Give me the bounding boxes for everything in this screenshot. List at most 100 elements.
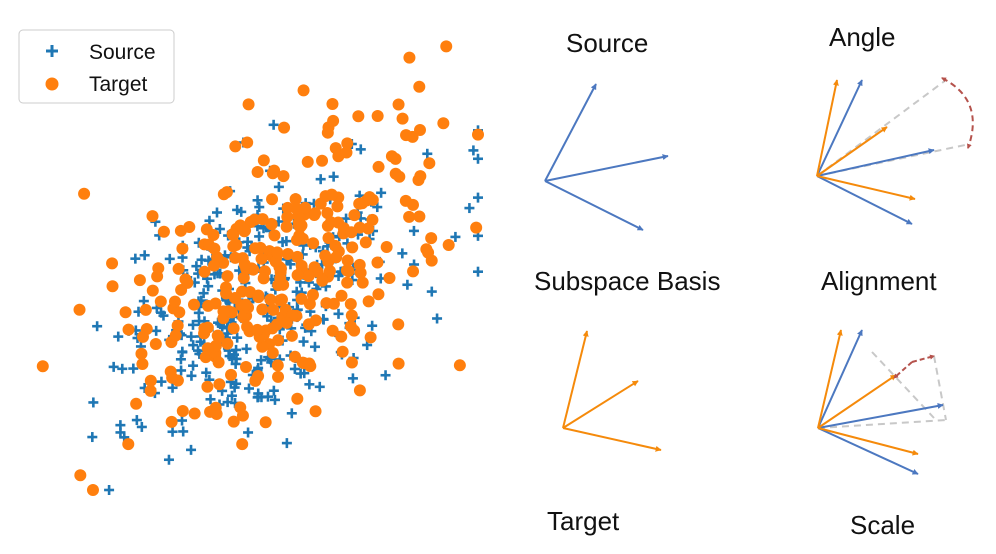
source-point	[113, 331, 124, 342]
source-point	[464, 203, 475, 214]
target-point	[322, 231, 335, 244]
source-basis-panel: Source	[544, 28, 669, 231]
target-point	[135, 347, 148, 360]
source-basis-vector-3	[544, 180, 644, 231]
target-point	[106, 280, 119, 293]
target-point	[309, 405, 322, 418]
source-point	[128, 363, 139, 374]
target-point	[140, 323, 153, 336]
angle-target-vector-2	[816, 126, 888, 177]
target-point	[229, 251, 242, 264]
target-point	[266, 193, 279, 206]
target-point	[335, 289, 348, 302]
target-point	[236, 438, 249, 451]
target-point	[130, 397, 143, 410]
target-point	[336, 345, 349, 358]
source-point	[314, 381, 325, 392]
scatter-plot	[36, 40, 484, 496]
target-point	[257, 272, 270, 285]
target-point	[133, 274, 146, 287]
source-point	[432, 313, 443, 324]
source-point	[243, 427, 254, 438]
target-point	[470, 221, 483, 234]
target-basis-panel: Target	[547, 330, 662, 536]
target-point	[295, 259, 308, 272]
target-point	[400, 129, 413, 142]
target-point	[274, 272, 287, 285]
source-point	[177, 415, 188, 426]
source-point	[117, 363, 128, 374]
source-point	[163, 454, 174, 465]
target-point	[396, 112, 409, 125]
source-title: Source	[566, 28, 648, 58]
target-point	[345, 309, 358, 322]
target-point	[345, 356, 358, 369]
angle-target-vector-1	[816, 79, 839, 177]
target-point	[383, 271, 396, 284]
angle-source-vector-1	[816, 79, 863, 177]
target-point	[256, 213, 269, 226]
source-point	[304, 379, 315, 390]
target-point	[407, 265, 420, 278]
source-point	[285, 259, 296, 270]
target-point	[440, 40, 453, 53]
source-point	[205, 394, 216, 405]
target-point	[302, 270, 315, 283]
target-point	[303, 357, 316, 370]
source-point	[256, 355, 267, 366]
target-point	[372, 288, 385, 301]
target-point	[306, 288, 319, 301]
source-point	[212, 207, 223, 218]
source-point	[367, 320, 378, 331]
alignment-title: Alignment	[821, 266, 937, 296]
target-point	[217, 305, 230, 318]
source-point	[315, 174, 326, 185]
target-point	[208, 242, 221, 255]
source-point	[286, 408, 297, 419]
target-point	[188, 407, 201, 420]
target-point	[422, 246, 435, 259]
source-point	[230, 358, 241, 369]
source-point	[151, 325, 162, 336]
target-basis-vector-3	[562, 427, 662, 452]
scale-source-vector-3	[817, 427, 919, 475]
target-point	[221, 270, 234, 283]
target-point	[353, 197, 366, 210]
target-point	[168, 295, 181, 308]
legend-source-label: Source	[89, 41, 156, 64]
scale-panel: Scale	[817, 329, 947, 540]
source-point	[187, 319, 198, 330]
target-point	[392, 318, 405, 331]
source-point	[196, 254, 207, 265]
source-point	[231, 344, 242, 355]
target-point	[327, 114, 340, 127]
target-point	[371, 256, 384, 269]
source-point	[408, 225, 419, 236]
angle-source-vector-2	[816, 148, 935, 177]
target-point	[209, 297, 222, 310]
target-point	[371, 109, 384, 122]
target-point	[325, 188, 338, 201]
source-point	[473, 192, 483, 203]
scale-target-vector-2	[817, 374, 897, 429]
target-point	[307, 237, 320, 250]
target-point	[352, 110, 365, 123]
target-point	[323, 264, 336, 277]
target-point	[201, 342, 214, 355]
target-point	[169, 329, 182, 342]
target-point	[330, 251, 343, 264]
source-point	[167, 426, 178, 437]
target-point	[220, 287, 233, 300]
target-point	[268, 229, 281, 242]
target-point	[280, 220, 293, 233]
source-point	[376, 187, 387, 198]
source-point	[268, 385, 279, 396]
source-point	[281, 438, 292, 449]
source-point	[254, 202, 265, 213]
target-point	[345, 226, 358, 239]
target-point	[242, 98, 255, 111]
target-points	[36, 40, 484, 496]
source-point	[104, 485, 115, 495]
source-point	[380, 370, 391, 381]
target-point	[340, 146, 353, 159]
